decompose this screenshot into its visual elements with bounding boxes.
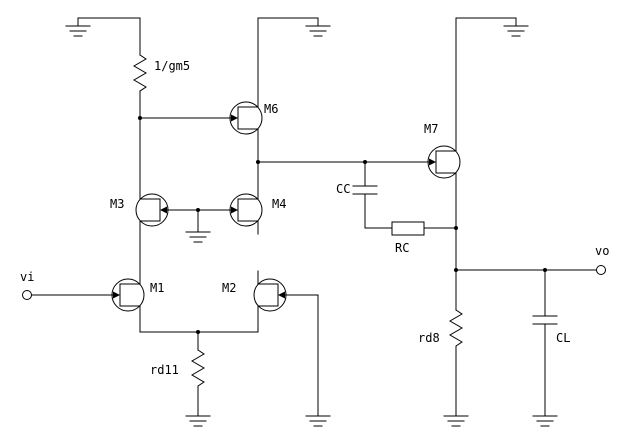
mosfet-m6 [229, 93, 263, 143]
wire-rail-top-right [455, 17, 517, 141]
label-m4: M4 [272, 197, 286, 211]
wire-output-node [455, 183, 597, 317]
ground-symbol-m2-gate [305, 407, 331, 427]
label-rd11: rd11 [150, 363, 179, 377]
label-rd8: rd8 [418, 331, 440, 345]
wire-rail-top-middle [257, 17, 319, 97]
capacitor-cl [532, 315, 558, 409]
junction-dot [196, 330, 200, 334]
mosfet-m3 [135, 185, 169, 235]
ground-symbol-top-left [65, 17, 91, 37]
label-m1: M1 [150, 281, 164, 295]
mosfet-m2 [253, 270, 287, 320]
wire-gm5-node [139, 90, 231, 193]
ground-symbol-top-right [503, 17, 529, 37]
junction-dot [454, 226, 458, 230]
junction-dot [454, 268, 458, 272]
ground-symbol-mirror-gates [185, 223, 211, 243]
junction-dot [138, 116, 142, 120]
mosfet-m4 [229, 185, 263, 235]
wire-m2-gate-ground [285, 294, 319, 409]
junction-dot [363, 160, 367, 164]
wire-second-stage-node [257, 139, 429, 189]
label-m7: M7 [424, 122, 438, 136]
label-m6: M6 [264, 102, 278, 116]
resistor-1gm5 [133, 54, 147, 92]
capacitor-cc [352, 185, 378, 195]
label-rc: RC [395, 241, 409, 255]
resistor-rd11 [191, 349, 205, 409]
label-vo: vo [595, 244, 609, 258]
label-vi: vi [20, 270, 34, 284]
vo-terminal [596, 265, 606, 275]
label-cc: CC [336, 182, 350, 196]
label-m2: M2 [222, 281, 236, 295]
ground-symbol-cl [532, 407, 558, 427]
resistor-rc [391, 221, 425, 236]
label-cl: CL [556, 331, 570, 345]
label-1gm5: 1/gm5 [154, 59, 190, 73]
junction-dot [196, 208, 200, 212]
resistor-rd8 [449, 309, 463, 409]
label-m3: M3 [110, 197, 124, 211]
wire-mirror-gates [167, 209, 231, 225]
vi-terminal [22, 290, 32, 300]
wire-rail-top-left [77, 17, 141, 56]
mosfet-m1 [111, 270, 145, 320]
wire-cc-rc [364, 193, 457, 229]
ground-symbol-rd11 [185, 407, 211, 427]
junction-dot [543, 268, 547, 272]
mosfet-m7 [427, 137, 461, 187]
ground-symbol-top-middle [305, 17, 331, 37]
junction-dot [256, 160, 260, 164]
ground-symbol-rd8 [443, 407, 469, 427]
